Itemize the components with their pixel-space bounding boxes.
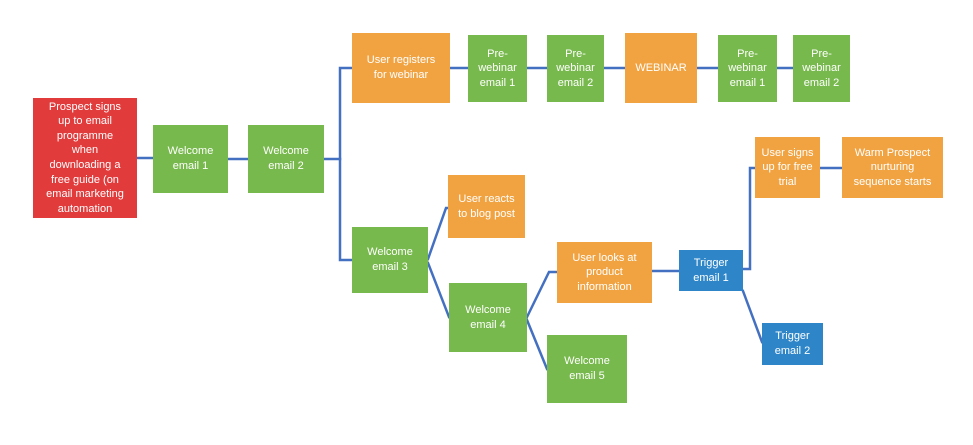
connector-branch-vertical (338, 66, 354, 262)
connector-welcome3-to-blogpost (426, 206, 450, 261)
node-trigger-email-2: Trigger email 2 (762, 323, 823, 365)
node-user-registers-webinar: User registers for webinar (352, 33, 450, 103)
node-welcome-email-2: Welcome email 2 (248, 125, 324, 193)
node-user-signs-up-free-trial: User signs up for free trial (755, 137, 820, 198)
node-user-reacts-blog-post: User reacts to blog post (448, 175, 525, 238)
node-webinar: WEBINAR (625, 33, 697, 103)
node-welcome-email-4: Welcome email 4 (449, 283, 527, 352)
node-user-looks-product-info: User looks at product information (557, 242, 652, 303)
connector-welcome3-to-welcome4 (426, 261, 451, 319)
node-trigger-email-1: Trigger email 1 (679, 250, 743, 291)
node-pre-webinar-email-2-after: Pre- webinar email 2 (793, 35, 850, 102)
node-prospect-signup: Prospect signs up to email programme whe… (33, 98, 137, 218)
node-welcome-email-3: Welcome email 3 (352, 227, 428, 293)
node-welcome-email-1: Welcome email 1 (153, 125, 228, 193)
connector-welcome4-to-productinfo (525, 270, 559, 319)
node-welcome-email-5: Welcome email 5 (547, 335, 627, 403)
node-pre-webinar-email-1-after: Pre- webinar email 1 (718, 35, 777, 102)
connector-trigger1-to-usersigns (741, 166, 757, 271)
connector-trigger1-to-trigger2 (741, 289, 764, 344)
node-warm-prospect-nurturing: Warm Prospect nurturing sequence starts (842, 137, 943, 198)
node-pre-webinar-email-2: Pre- webinar email 2 (547, 35, 604, 102)
node-pre-webinar-email-1: Pre- webinar email 1 (468, 35, 527, 102)
connector-welcome4-to-welcome5 (525, 318, 549, 371)
